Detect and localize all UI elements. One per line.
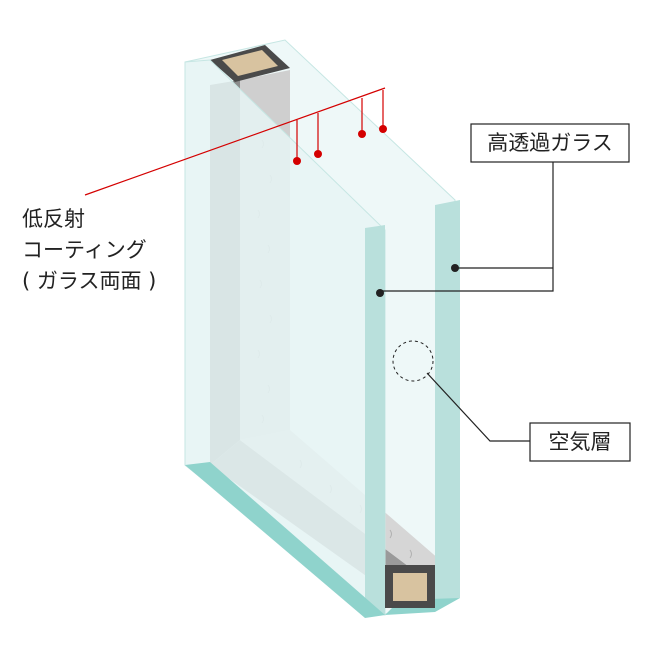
glass-bottom-face [185,462,385,618]
rear-glass-edge [435,200,460,603]
coating-label-line2: コーティング [22,238,147,262]
top-spacer-cap-fill [222,50,278,76]
coating-label-line1: 低反射 [22,207,85,231]
glass-leader-dot-rear [451,264,459,272]
air-layer-label-box [529,422,631,462]
glass-leader-lines [380,162,554,292]
air-layer-label: 空気層 [549,430,612,454]
front-glass-edge [365,225,385,615]
coating-leader-dots [293,125,387,165]
glass-label-box [470,123,630,163]
air-layer-marker [392,340,434,382]
air-layer-leader [426,372,530,442]
glass-label: 高透過ガラス [487,131,613,155]
coating-label-line3: ( ガラス両面 ) [22,269,156,293]
glass-leader-dot-front [376,289,384,297]
bottom-spacer-cap-fill [393,573,427,601]
coating-leader-lines [84,87,386,196]
